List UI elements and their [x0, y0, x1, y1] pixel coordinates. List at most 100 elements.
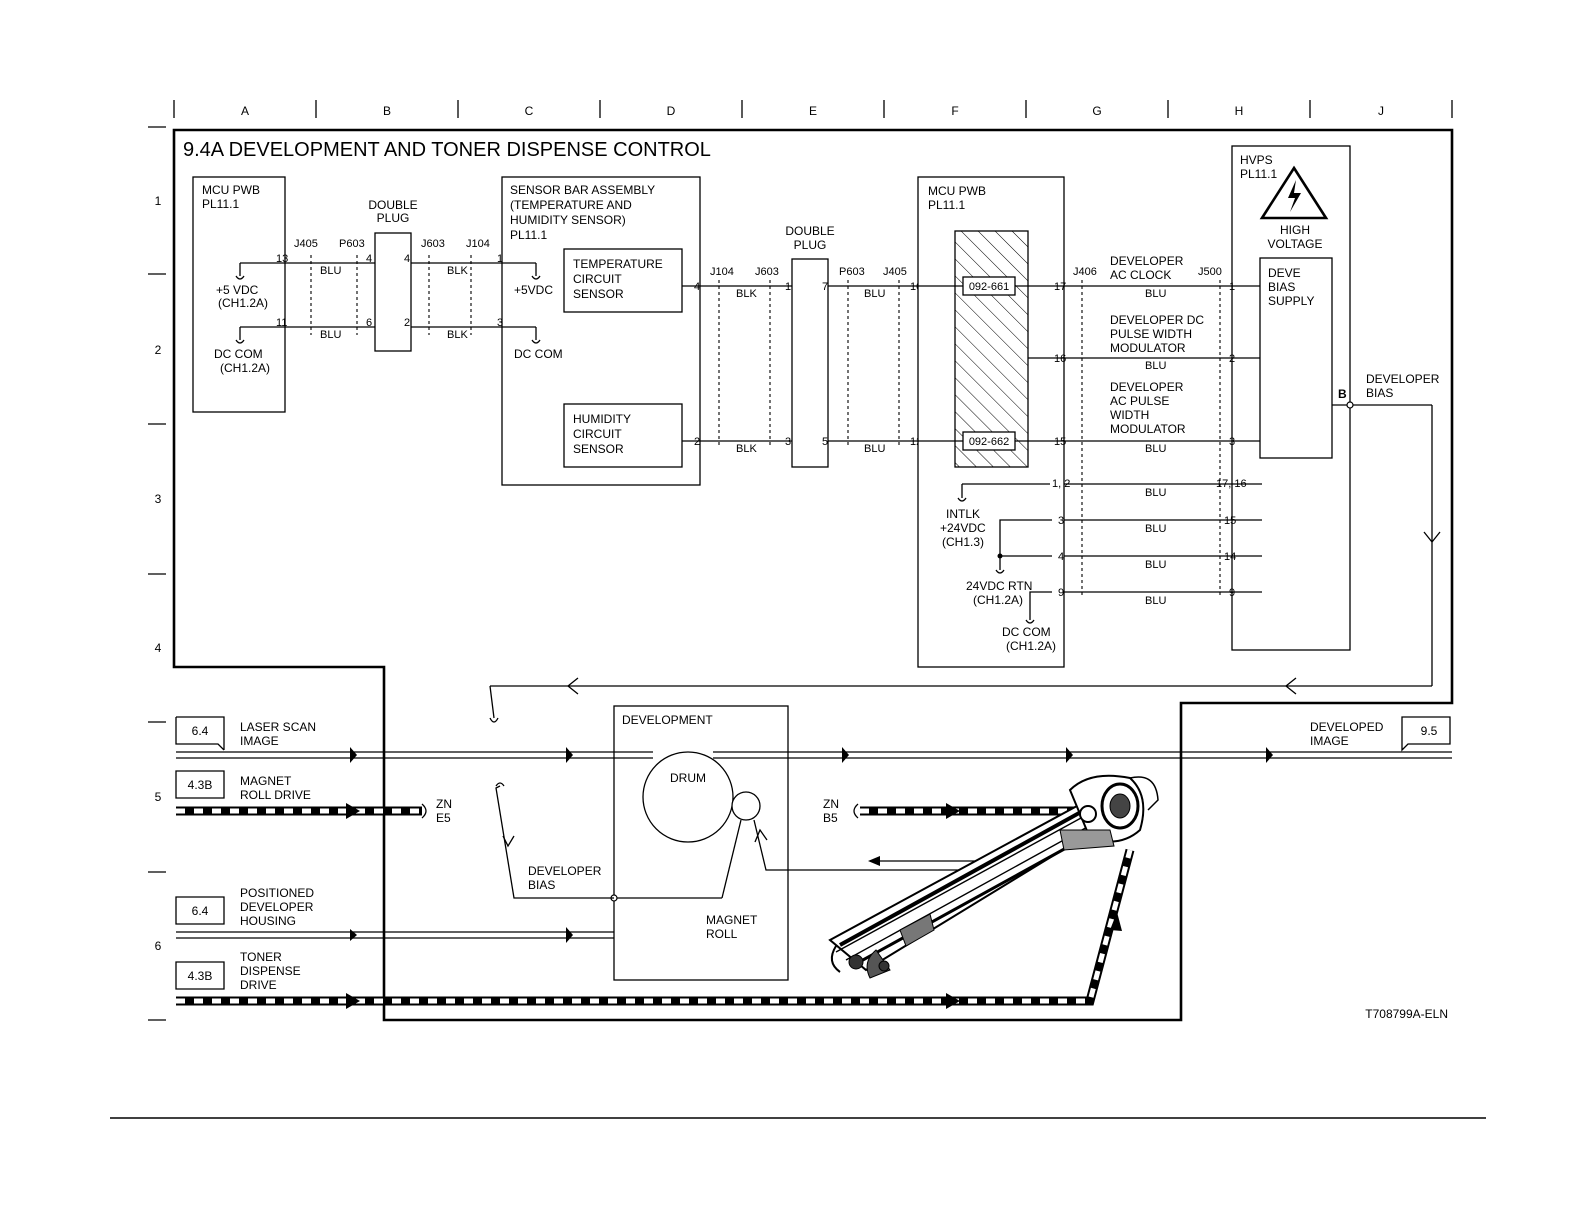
sensor-pl: PL11.1: [510, 228, 547, 242]
mcu-pwb-left: MCU PWB PL11.1 13 11 +5 VDC (CH1.2A) DC …: [192, 176, 288, 413]
input-label: DISPENSE: [240, 964, 301, 978]
dccom-ref: (CH1.2A): [1006, 639, 1056, 653]
input-label: DEVELOPER: [240, 900, 314, 914]
pin-label: 3: [1229, 436, 1235, 448]
dccom-label: DC COM: [1002, 625, 1051, 639]
development-unit: DEVELOPMENT DRUM MAGNET ROLL DEVELOPER B…: [495, 705, 1001, 981]
hvps-pl: PL11.1: [1240, 167, 1277, 181]
pin-label: 4: [1058, 551, 1064, 563]
wire-color: BLU: [864, 288, 885, 300]
wire-color: BLU: [1145, 595, 1166, 607]
plug-title: DOUBLE: [368, 198, 417, 212]
connector-label: J406: [1073, 266, 1097, 278]
plus5-label: +5 VDC: [216, 283, 259, 297]
sensor-title: HUMIDITY SENSOR): [510, 213, 626, 227]
pin-label: 3: [1058, 515, 1064, 527]
input-ref: 4.3B: [188, 969, 213, 983]
wire-color: BLU: [864, 443, 885, 455]
connector-label: J405: [883, 266, 907, 278]
developer-cartridge-illustration: [828, 774, 1159, 979]
hv-label: VOLTAGE: [1268, 237, 1323, 251]
magnet-roll-icon: [731, 791, 761, 821]
pin-label: 1: [1229, 281, 1235, 293]
zone-label: ZN: [436, 797, 452, 811]
column-label: G: [1092, 104, 1101, 118]
row-grid: 1 2 3 4 5 6: [148, 126, 166, 1021]
deve-label: SUPPLY: [1268, 294, 1314, 308]
pin-label: 17: [1054, 281, 1066, 293]
sensor-bar-assembly: SENSOR BAR ASSEMBLY (TEMPERATURE AND HUM…: [497, 176, 701, 486]
signal-label: PULSE WIDTH: [1110, 327, 1192, 341]
row-label: 4: [155, 641, 162, 655]
signal-label: AC CLOCK: [1110, 268, 1171, 282]
row-label: 6: [155, 939, 162, 953]
signal-label: MODULATOR: [1110, 341, 1186, 355]
input-signals: 6.4 LASER SCAN IMAGE 4.3B MAGNET ROLL DR…: [175, 716, 1452, 1009]
pin-label: 1: [785, 281, 791, 293]
ic-label: 092-661: [969, 281, 1009, 293]
v24-ref: (CH1.3): [942, 535, 984, 549]
pin-label: 4: [694, 281, 700, 293]
wire-color: BLU: [1145, 288, 1166, 300]
output-b-label: B: [1338, 387, 1347, 401]
dev-bias-label: DEVELOPER: [528, 864, 602, 878]
wire-color: BLK: [447, 329, 468, 341]
signal-label: DEVELOPER: [1110, 380, 1184, 394]
lightning-bolt-icon: [1288, 180, 1301, 212]
developed-image-output: DEVELOPED IMAGE 9.5: [1310, 716, 1451, 752]
bias-output-label: BIAS: [1366, 386, 1393, 400]
wire-color: BLU: [1145, 443, 1166, 455]
output-label: IMAGE: [1310, 734, 1349, 748]
output-label: DEVELOPED: [1310, 720, 1384, 734]
zone-label: E5: [436, 811, 451, 825]
dccom-label: DC COM: [514, 347, 563, 361]
input-ref: 6.4: [192, 724, 209, 738]
row-label: 2: [155, 343, 162, 357]
wire-color: BLU: [320, 329, 341, 341]
column-label: D: [667, 104, 676, 118]
dccom-label: DC COM: [214, 347, 263, 361]
input-ref: 4.3B: [188, 778, 213, 792]
figure-id: T708799A-ELN: [1365, 1007, 1448, 1021]
pin-label: 1, 2: [1052, 478, 1070, 490]
pin-label: 15: [1054, 436, 1066, 448]
input-label: TONER: [240, 950, 282, 964]
sensor-title: SENSOR BAR ASSEMBLY: [510, 183, 655, 197]
pin-label: 2: [1229, 353, 1235, 365]
hum-sensor-label: CIRCUIT: [573, 427, 622, 441]
signal-label: WIDTH: [1110, 408, 1149, 422]
connector-label: J104: [466, 238, 490, 250]
signal-label: DEVELOPER: [1110, 254, 1184, 268]
deve-label: BIAS: [1268, 280, 1295, 294]
input-ref: 6.4: [192, 904, 209, 918]
pin-label: 2: [694, 436, 700, 448]
pin-label: 11: [276, 317, 287, 329]
diagram-frame: [172, 128, 1454, 1022]
row-label: 3: [155, 492, 162, 506]
magnet-roll-label: ROLL: [706, 927, 738, 941]
column-label: F: [951, 104, 958, 118]
pin-label: 9: [1229, 587, 1235, 599]
double-plug-middle: DOUBLE PLUG J104 J603 P603 J405 1 7 3 5 …: [700, 224, 922, 468]
mcu-pwb-right: MCU PWB PL11.1 092-661 092-662 J406 17 1…: [917, 176, 1097, 668]
signal-label: AC PULSE: [1110, 394, 1169, 408]
hv-label: HIGH: [1280, 223, 1310, 237]
wire-color: BLU: [1145, 559, 1166, 571]
plug-title: PLUG: [794, 238, 827, 252]
connector-label: P603: [339, 238, 365, 250]
pin-label: 4: [404, 253, 410, 265]
temp-sensor-label: SENSOR: [573, 287, 624, 301]
hum-sensor-label: HUMIDITY: [573, 412, 631, 426]
signal-label: DEVELOPER DC: [1110, 313, 1204, 327]
column-label: A: [241, 104, 249, 118]
column-label: E: [809, 104, 817, 118]
hvps-name: HVPS: [1240, 153, 1273, 167]
pin-label: 4: [366, 253, 372, 265]
column-label: C: [525, 104, 534, 118]
column-grid: A B C D E F G H J: [173, 100, 1453, 118]
mcu-name: MCU PWB: [928, 184, 986, 198]
column-label: B: [383, 104, 391, 118]
pin-label: 16: [1054, 353, 1066, 365]
intlk-label: INTLK: [946, 507, 980, 521]
mcu-pl: PL11.1: [928, 198, 965, 212]
